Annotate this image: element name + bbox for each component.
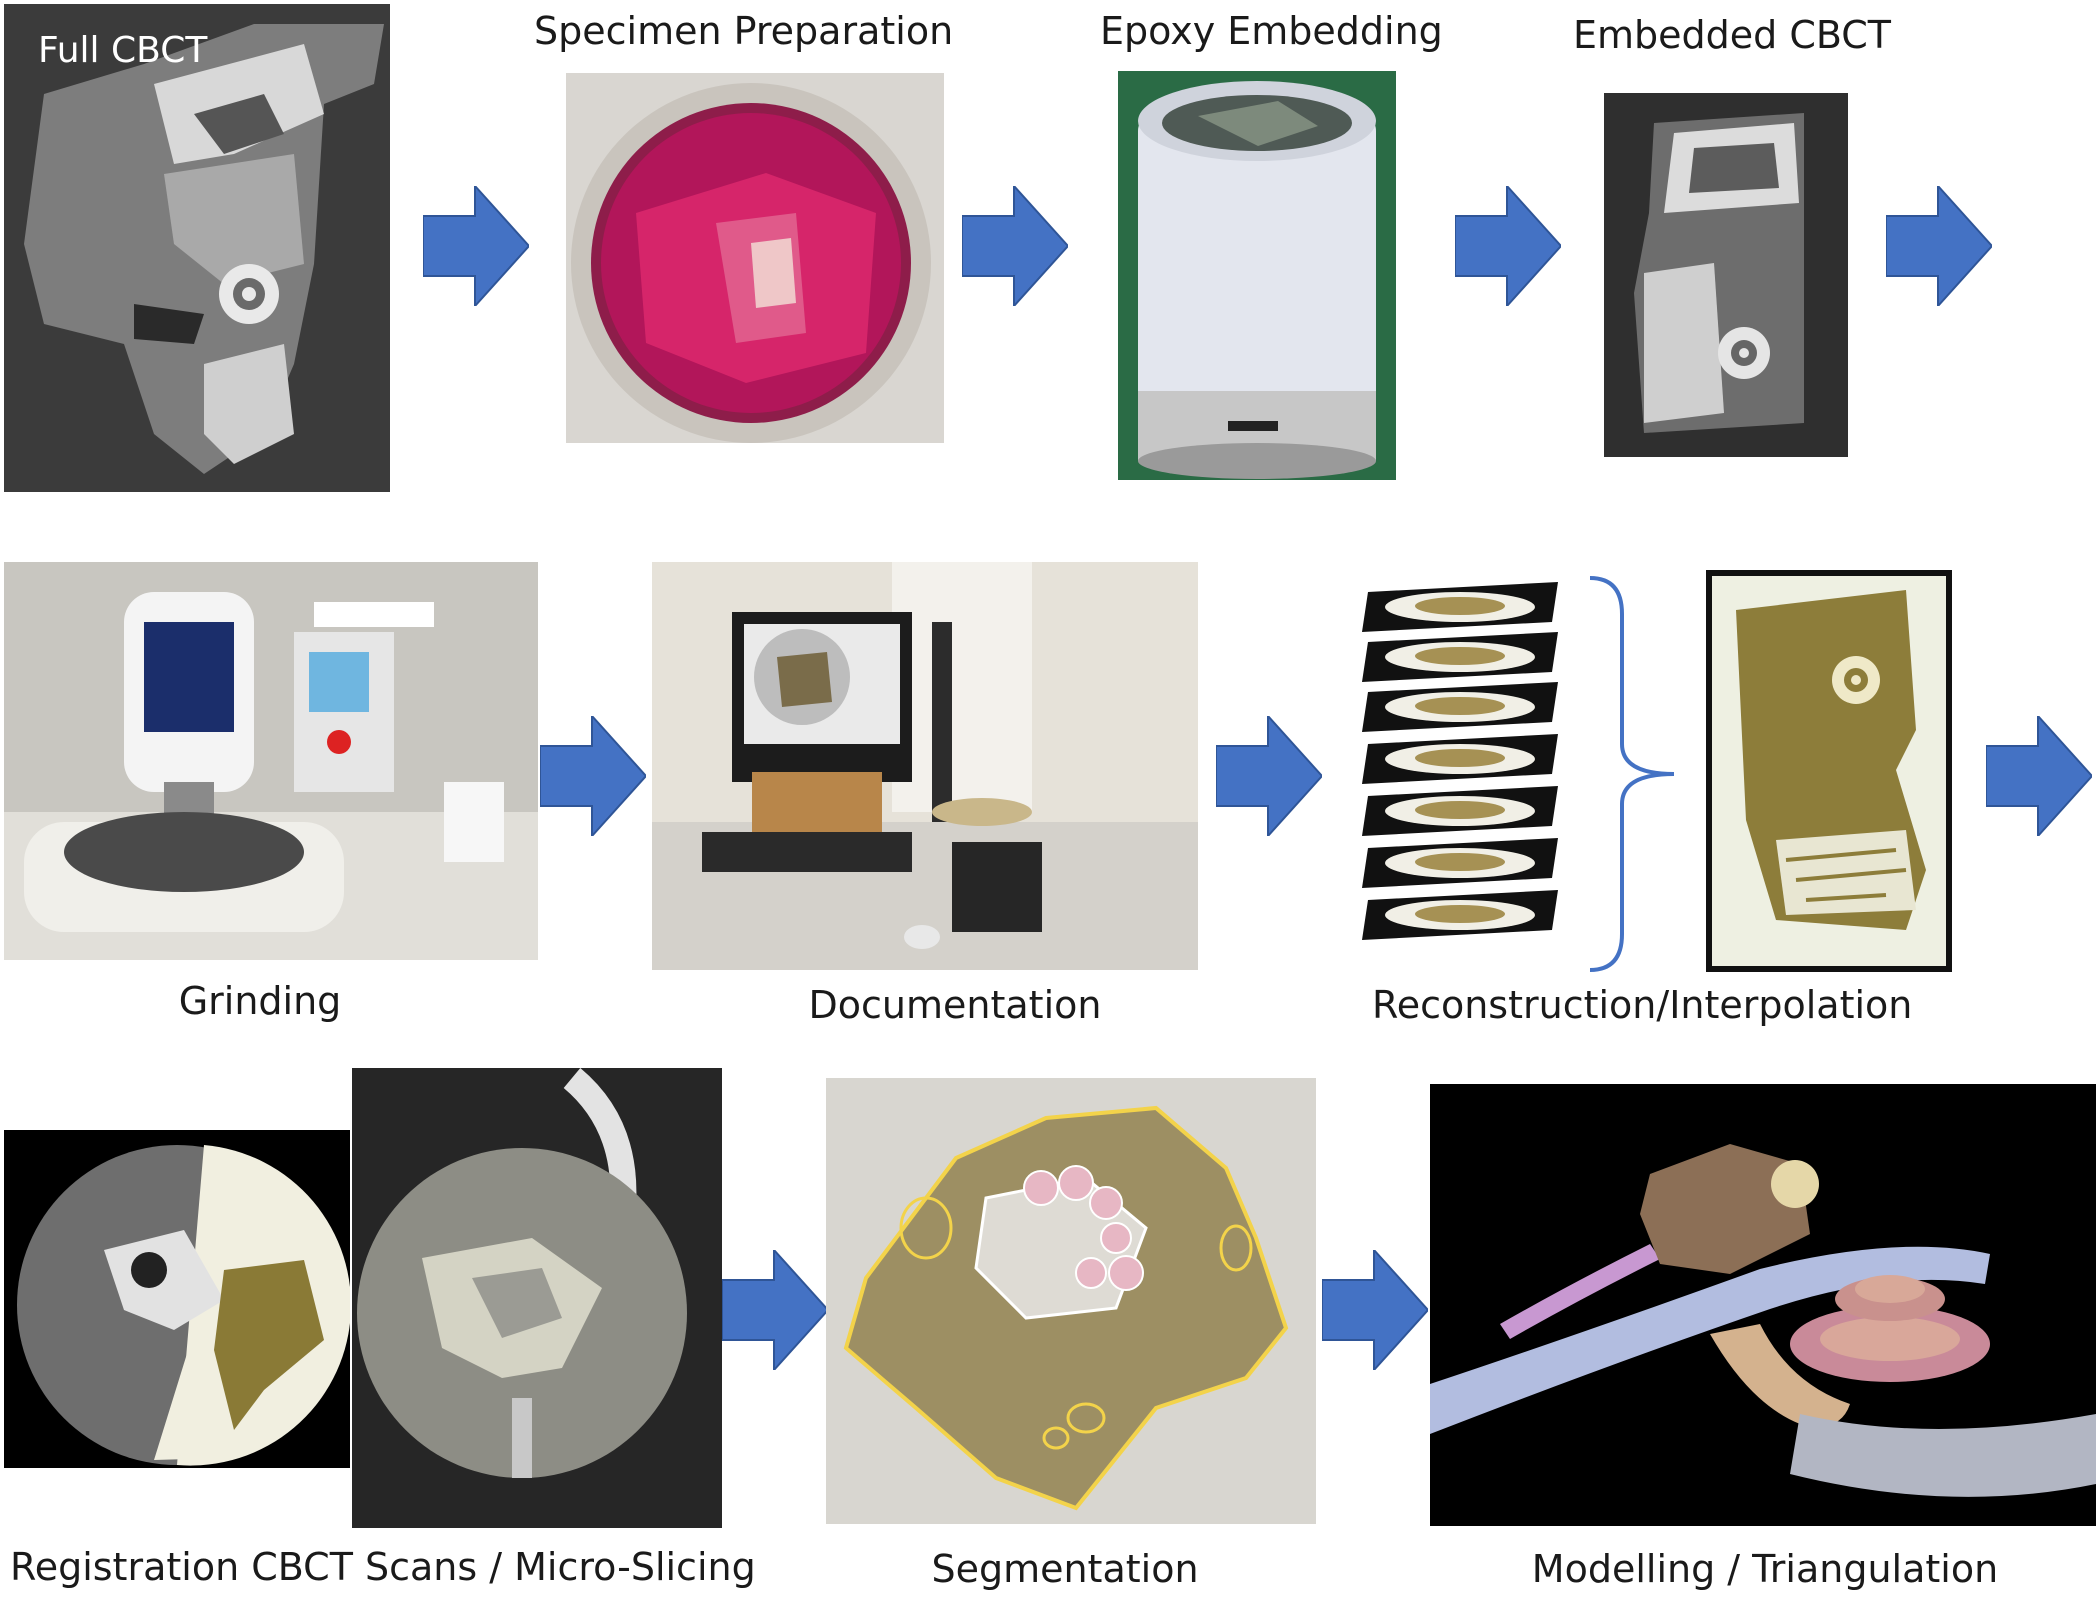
arrow-right-icon bbox=[1986, 716, 2092, 836]
registration-slice-image bbox=[4, 1130, 350, 1468]
arrow-right-icon bbox=[962, 186, 1068, 306]
modelling-image bbox=[1430, 1084, 2096, 1526]
full-cbct-label: Full CBCT bbox=[38, 30, 208, 71]
modelling-label: Modelling / Triangulation bbox=[1531, 1547, 1999, 1591]
bracket-icon bbox=[1582, 574, 1692, 974]
full-cbct-image: Full CBCT bbox=[4, 4, 390, 492]
embedded-cbct-image bbox=[1604, 93, 1848, 457]
specimen-preparation-label: Specimen Preparation bbox=[534, 9, 954, 53]
arrow-right-icon bbox=[1322, 1250, 1428, 1370]
grinding-image bbox=[4, 562, 538, 960]
segmentation-label: Segmentation bbox=[931, 1547, 1199, 1591]
reconstructed-slice-image bbox=[1706, 570, 1952, 972]
epoxy-embedding-image bbox=[1118, 71, 1396, 480]
arrow-right-icon bbox=[1216, 716, 1322, 836]
slice-stack-image bbox=[1350, 572, 1570, 956]
arrow-right-icon bbox=[423, 186, 529, 306]
registration-cbct-image bbox=[352, 1068, 722, 1528]
segmentation-image bbox=[826, 1078, 1316, 1524]
arrow-right-icon bbox=[540, 716, 646, 836]
arrow-right-icon bbox=[1886, 186, 1992, 306]
documentation-image bbox=[652, 562, 1198, 970]
specimen-preparation-image bbox=[566, 73, 944, 443]
arrow-right-icon bbox=[722, 1250, 828, 1370]
embedded-cbct-label: Embedded CBCT bbox=[1572, 13, 1892, 57]
arrow-right-icon bbox=[1455, 186, 1561, 306]
grinding-label: Grinding bbox=[178, 979, 342, 1023]
epoxy-embedding-label: Epoxy Embedding bbox=[1100, 9, 1443, 53]
registration-label: Registration CBCT Scans / Micro-Slicing bbox=[10, 1545, 756, 1589]
documentation-label: Documentation bbox=[808, 983, 1102, 1027]
reconstruction-label: Reconstruction/Interpolation bbox=[1372, 983, 1913, 1027]
